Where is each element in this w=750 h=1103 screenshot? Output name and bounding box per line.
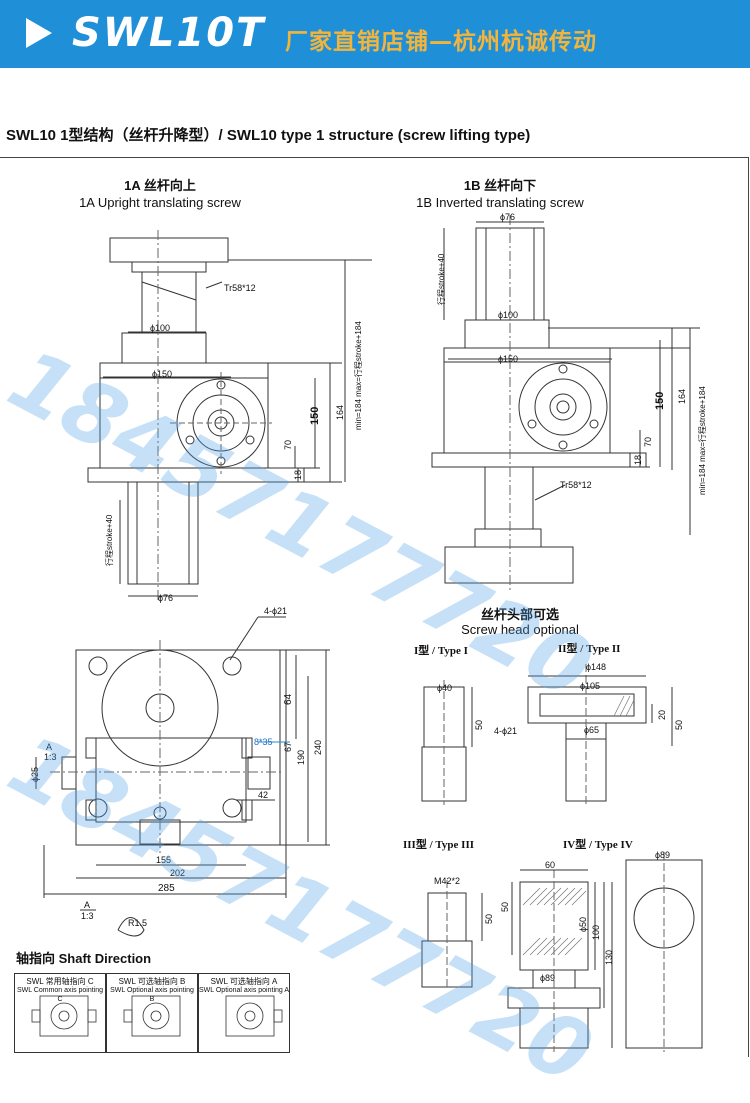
play-arrow-icon	[26, 18, 52, 48]
dim-1a-h70: 70	[283, 439, 293, 450]
type2-label: II型 / Type II	[558, 643, 621, 655]
dim-1b-h70: 70	[643, 436, 653, 447]
shaft-option-a-cn: SWL 可选轴指向 A	[210, 977, 278, 986]
dim-1a-stroke-low: 行程stroke+40	[105, 514, 114, 566]
dim-type2-h20: 20	[657, 709, 667, 720]
dim-plan-h190: 190	[296, 749, 306, 765]
dim-plan-w202: 202	[170, 868, 186, 878]
view-1b-drawing	[431, 215, 700, 592]
dim-1a-h150: 150	[309, 406, 321, 425]
dim-plan-w285: 285	[158, 883, 175, 894]
dim-type2-d65: ϕ65	[584, 725, 600, 735]
type3-label: III型 / Type III	[403, 839, 475, 851]
dim-1b-thread: Tr58*12	[560, 480, 592, 490]
dim-1a-d100: ϕ100	[150, 323, 171, 333]
type2-drawing	[527, 664, 673, 805]
model-title: SWL10T	[72, 10, 266, 56]
shaft-option-b-cn: SWL 可选轴指向 B	[118, 977, 186, 986]
dim-plan-section-a-detail: A	[84, 900, 91, 910]
shaft-direction-drawings	[31, 995, 283, 1037]
type1-label: I型 / Type I	[414, 645, 468, 657]
dim-type4-d89-top: ϕ89	[655, 850, 671, 860]
dim-1a-stroke: min=184 max=行程stroke+184	[354, 321, 363, 430]
dim-1a-h164: 164	[335, 404, 345, 420]
shop-name: 厂家直销店铺—杭州杭诚传动	[285, 29, 597, 55]
dim-1b-h18: 18	[633, 454, 643, 465]
dim-type4-w60: 60	[545, 860, 556, 870]
dim-1b-h164: 164	[677, 388, 687, 404]
view-1b-title-en: 1B Inverted translating screw	[416, 195, 584, 210]
shaft-direction-title: 轴指向 Shaft Direction	[16, 951, 152, 966]
view-1a-title-en: 1A Upright translating screw	[79, 195, 241, 210]
dim-plan-holes: 4-ϕ21	[264, 606, 288, 616]
header-banner: SWL10T 厂家直销店铺—杭州杭诚传动	[0, 0, 750, 68]
dim-type2-d105: ϕ105	[580, 681, 601, 691]
screw-head-title-cn: 丝杆头部可选	[480, 607, 559, 622]
dim-plan-section-a: A	[46, 742, 53, 752]
dim-type4-h100: 100	[591, 924, 601, 940]
shaft-option-c-en: SWL Common axis pointing C	[16, 987, 104, 1003]
drawing-frame	[0, 157, 749, 1057]
dim-plan-w42: 42	[258, 790, 269, 800]
dim-1b-d150: ϕ150	[498, 354, 519, 364]
dim-1b-d76: ϕ76	[500, 212, 516, 222]
type3-drawing	[421, 880, 483, 990]
dim-type4-h130: 130	[604, 949, 614, 965]
dim-type1-h50: 50	[474, 719, 484, 730]
dim-plan-d25: ϕ25	[30, 766, 40, 782]
dim-type4-h50: 50	[500, 901, 510, 912]
dim-type1-d40: ϕ40	[437, 683, 453, 693]
technical-drawing	[31, 215, 703, 1052]
dim-1a-d76: ϕ76	[158, 593, 174, 603]
shaft-option-c: SWL 常用轴指向 C SWL Common axis pointing C	[14, 973, 106, 1053]
page-heading: SWL10 1型结构（丝杆升降型）/ SWL10 type 1 structur…	[6, 127, 531, 144]
dim-1b-h150: 150	[654, 391, 666, 410]
dim-1b-stroke: min=184 max=行程stroke+184	[698, 386, 707, 495]
dim-1a-h18: 18	[293, 469, 303, 480]
dim-plan-scale-detail: 1:3	[81, 911, 94, 921]
screw-head-title-en: Screw head optional	[461, 622, 579, 637]
dim-plan-scale: 1:3	[44, 752, 57, 762]
shaft-option-b: SWL 可选轴指向 B SWL Optional axis pointing B	[106, 973, 198, 1053]
dim-1b-stroke-top: 行程stroke+40	[437, 253, 446, 305]
dim-type4-d50: ϕ50	[578, 916, 588, 932]
dim-plan-h67: 67	[283, 741, 293, 752]
type4-label: IV型 / Type IV	[563, 839, 633, 851]
hatch-areas	[522, 695, 635, 956]
dim-type2-d148: ϕ148	[586, 662, 607, 672]
shaft-option-c-cn: SWL 常用轴指向 C	[26, 977, 94, 986]
dim-plan-w155: 155	[156, 855, 172, 865]
dim-type2-h50: 50	[674, 719, 684, 730]
dim-plan-key: 8*35	[254, 737, 273, 747]
dim-type3-h50: 50	[484, 913, 494, 924]
shaft-option-a: SWL 可选轴指向 A SWL Optional axis pointing A	[198, 973, 290, 1053]
type4-drawing	[507, 852, 703, 1052]
dim-1a-thread: Tr58*12	[224, 283, 256, 293]
shaft-option-b-en: SWL Optional axis pointing B	[110, 987, 194, 1003]
dim-type1-holes: 4-ϕ21	[494, 726, 518, 736]
dim-type4-d89-bottom: ϕ89	[540, 973, 556, 983]
dim-plan-h240: 240	[313, 739, 323, 755]
dim-plan-h64: 64	[283, 693, 294, 705]
dim-1a-d150: ϕ150	[152, 369, 173, 379]
view-1a-drawing	[87, 230, 372, 600]
plan-view-drawing	[35, 616, 330, 937]
shaft-option-a-en: SWL Optional axis pointing A	[199, 987, 290, 994]
view-1b-title-cn: 1B 丝杆向下	[463, 178, 537, 193]
type1-drawing	[421, 680, 473, 805]
dim-plan-radius: R1.5	[128, 918, 148, 928]
dim-type3-thread: M42*2	[434, 876, 461, 886]
view-1a-title-cn: 1A 丝杆向上	[124, 178, 196, 193]
dim-1b-d100: ϕ100	[498, 310, 519, 320]
